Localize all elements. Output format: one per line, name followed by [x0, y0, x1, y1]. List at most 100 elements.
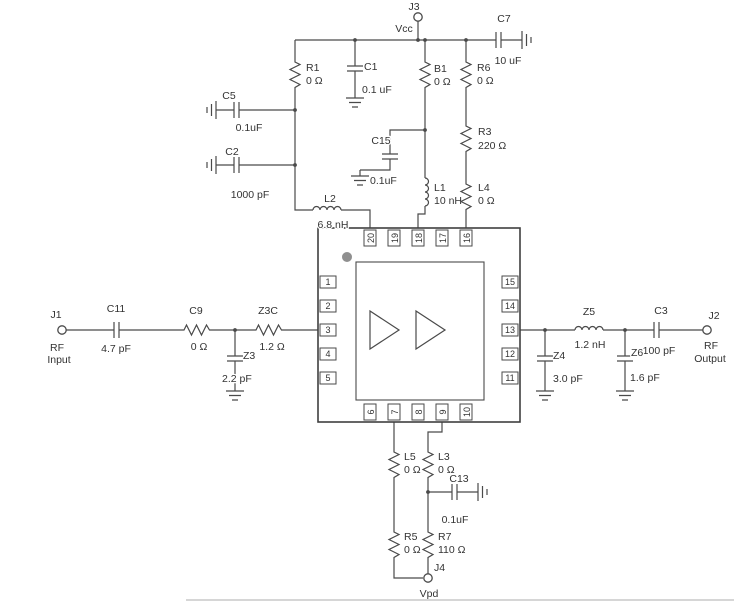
capacitor-c1: C1 0.1 uF: [346, 59, 393, 97]
c1-value: 0.1 uF: [362, 84, 392, 96]
r7-value: 110 Ω: [438, 544, 466, 556]
z6-ref: Z6: [631, 347, 643, 359]
c13-ref: C13: [449, 473, 468, 485]
l1-symbol: [424, 177, 430, 207]
ground-icon: [471, 482, 488, 502]
svg-text:9: 9: [438, 409, 448, 414]
inductor-l4: L4 0 Ω: [460, 179, 496, 215]
rf-input-wires: [66, 329, 320, 385]
l5-value: 0 Ω: [404, 464, 421, 476]
c2-symbol: [227, 156, 246, 174]
ground-icon: [225, 384, 245, 401]
connector-j1: J1 RF Input: [46, 308, 72, 368]
r6-value: 0 Ω: [477, 75, 494, 87]
capacitor-z4: Z4 3.0 pF: [536, 349, 584, 386]
ground-icon: [515, 30, 532, 50]
z5-symbol: [574, 325, 604, 331]
ic-pin-19: 19: [387, 229, 401, 247]
capacitor-c15: C15 0.1uF: [369, 134, 399, 188]
ic-pin-11: 11: [501, 371, 519, 385]
svg-text:10: 10: [462, 407, 472, 417]
resistor-r3: R3 220 Ω: [460, 121, 508, 157]
l4-symbol: [460, 179, 472, 215]
r7-symbol: [422, 527, 434, 563]
svg-text:12: 12: [505, 349, 515, 359]
resistor-c9: C9 0 Ω: [179, 304, 215, 354]
l3-value: 0 Ω: [438, 464, 455, 476]
z4-symbol: [536, 349, 554, 368]
svg-text:17: 17: [438, 233, 448, 243]
ic-pin-10: 10: [459, 403, 473, 421]
ic-pin-5: 5: [319, 371, 337, 385]
resistor-r5: R5 0 Ω: [388, 527, 422, 563]
svg-text:1: 1: [325, 277, 330, 287]
r7-ref: R7: [438, 531, 452, 543]
svg-text:14: 14: [505, 301, 515, 311]
connector-j3: J3 Vcc: [394, 0, 423, 36]
z3c-ref: Z3C: [258, 305, 278, 317]
c3-ref: C3: [654, 305, 668, 317]
resistor-r1: R1 0 Ω: [289, 57, 324, 93]
ground-icon: [206, 100, 223, 120]
svg-text:13: 13: [505, 325, 515, 335]
bottom-bias-wires: [393, 420, 472, 579]
ic-pin-15: 15: [501, 275, 519, 289]
j1-port-circle: [57, 325, 67, 335]
j3-port-circle: [413, 12, 423, 22]
j3-ref: J3: [408, 1, 419, 13]
j4-net-label: Vpd: [420, 588, 439, 600]
resistor-r6: R6 0 Ω: [460, 57, 495, 93]
c7-ref: C7: [497, 13, 511, 25]
j2-port-circle: [702, 325, 712, 335]
b1-value: 0 Ω: [434, 76, 451, 88]
ic-pin-16: 16: [459, 229, 473, 247]
j2-ref: J2: [708, 310, 719, 322]
ic-pin-4: 4: [319, 347, 337, 361]
svg-text:20: 20: [366, 233, 376, 243]
ic-pin-20: 20: [363, 229, 377, 247]
ground-icon: [350, 169, 370, 186]
svg-text:2: 2: [325, 301, 330, 311]
c11-ref: C11: [107, 303, 126, 315]
b1-symbol: [419, 57, 431, 93]
r1-symbol: [289, 57, 301, 93]
svg-text:15: 15: [505, 277, 515, 287]
j4-ref: J4: [434, 562, 445, 574]
svg-text:8: 8: [414, 409, 424, 414]
ic-pin-6: 6: [363, 403, 377, 421]
inductor-l5: L5 0 Ω: [388, 447, 422, 483]
ic-pin-1: 1: [319, 275, 337, 289]
c5-value: 0.1uF: [236, 122, 263, 134]
svg-text:18: 18: [414, 233, 424, 243]
b1-ref: B1: [434, 63, 447, 75]
l4-ref: L4: [478, 182, 490, 194]
capacitor-c7: C7 10 uF: [489, 12, 523, 68]
ground-icon: [615, 384, 635, 401]
j3-net-label: Vcc: [395, 23, 413, 35]
c5-symbol: [227, 101, 246, 119]
junction-dots: [233, 38, 627, 494]
c2-value: 1000 pF: [231, 189, 270, 201]
z3c-symbol: [251, 324, 287, 336]
ic-pin-2: 2: [319, 299, 337, 313]
j4-port-circle: [423, 573, 433, 583]
l1-ref: L1: [434, 182, 446, 194]
r1-value: 0 Ω: [306, 75, 323, 87]
c15-symbol: [381, 147, 399, 166]
ic-pin-8: 8: [411, 403, 425, 421]
z3-value: 2.2 pF: [222, 373, 252, 385]
svg-text:19: 19: [390, 233, 400, 243]
j2-net-line2: Output: [694, 353, 726, 365]
resistor-z3c: Z3C 1.2 Ω: [251, 304, 287, 354]
c9-value: 0 Ω: [191, 341, 208, 353]
inductor-l3: L3 0 Ω: [422, 447, 456, 483]
resistor-r7: R7 110 Ω: [422, 527, 467, 563]
r3-value: 220 Ω: [478, 140, 506, 152]
c11-value: 4.7 pF: [101, 343, 131, 355]
c13-value: 0.1uF: [442, 514, 469, 526]
capacitor-c2: C2 1000 pF: [224, 145, 270, 203]
ground-icon: [206, 155, 223, 175]
connector-j2: J2 RF Output: [693, 309, 727, 367]
c7-symbol: [489, 31, 508, 49]
